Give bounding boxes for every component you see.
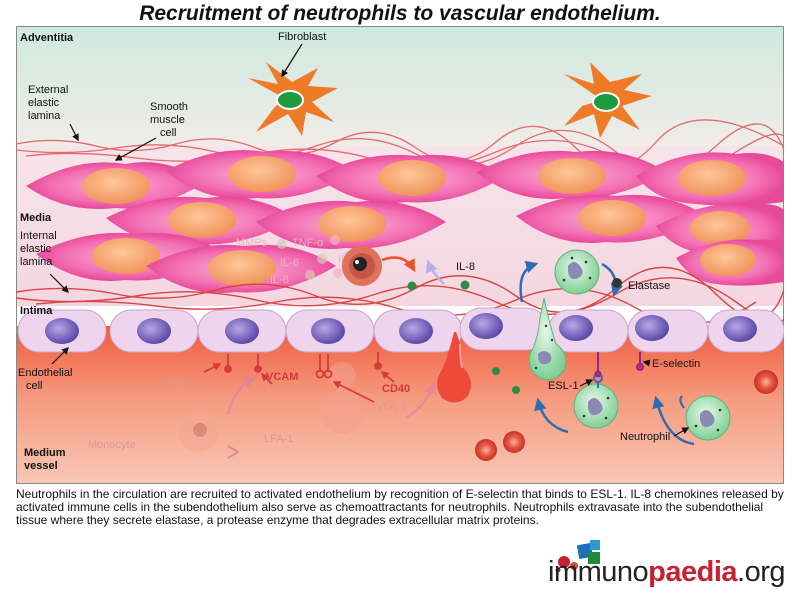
smooth-muscle-cell — [256, 200, 446, 249]
il8-molecule — [460, 280, 470, 290]
smooth-muscle-cell — [146, 244, 336, 293]
label-neutrophil: Neutrophil — [620, 431, 670, 443]
adventitia-layer — [16, 26, 784, 156]
e-selectin-molecule — [594, 352, 644, 378]
label-internal-lamina-3: lamina — [20, 256, 53, 268]
endothelial-cell — [285, 309, 375, 353]
endothelial-cell — [547, 309, 629, 353]
label-vcam: VCAM — [266, 371, 298, 383]
il8-molecule — [407, 281, 417, 291]
label-endothelial-2: cell — [26, 380, 43, 392]
icam-pointer — [203, 363, 222, 373]
endothelial-cell — [627, 309, 709, 353]
label-fibroblast: Fibroblast — [278, 31, 326, 43]
adhesion-arrow — [534, 397, 569, 434]
endothelial-cell — [109, 309, 199, 353]
endothelial-cell — [17, 309, 107, 353]
logo-text-3: .org — [737, 556, 786, 588]
label-smooth-muscle-1: Smooth — [150, 101, 188, 113]
label-tnf: TNF-α — [292, 237, 324, 249]
layer-label-vessel-1: Medium — [24, 447, 66, 459]
smooth-muscle-cell — [516, 194, 706, 243]
il8-release-arrow — [381, 256, 416, 273]
label-endothelial-1: Endothelial — [18, 367, 72, 379]
esl1-pointer — [579, 379, 594, 387]
internal-lamina-pointer — [49, 273, 70, 294]
label-external-lamina-3: lamina — [28, 110, 61, 122]
il8-molecule — [492, 367, 500, 375]
endothelial-cell — [459, 307, 549, 351]
label-il8: IL-8 — [456, 261, 475, 273]
smooth-muscle-cell — [316, 154, 506, 203]
label-external-lamina-2: elastic — [28, 97, 60, 109]
red-blood-cell — [475, 439, 497, 461]
endothelial-cell — [373, 309, 463, 353]
smooth-muscle-cell — [476, 150, 666, 199]
figure-caption: Neutrophils in the circulation are recru… — [16, 487, 784, 527]
smooth-muscle-cell — [636, 152, 784, 206]
label-smooth-muscle-2: muscle — [150, 114, 185, 126]
smooth-muscle-cell — [676, 239, 784, 286]
logo-text-1: immuno — [548, 556, 649, 588]
layer-label-adventitia: Adventitia — [20, 32, 74, 44]
migration-arrow — [519, 260, 539, 303]
label-vla4: VLA-4 — [376, 401, 407, 413]
red-blood-cell — [503, 431, 525, 453]
label-icam1: ICAM 1 — [156, 377, 193, 389]
vla4-pointer — [332, 381, 375, 403]
label-monocyte: Monocyte — [88, 439, 136, 451]
adhesion-molecules — [224, 352, 382, 379]
immunopaedia-logo: immunopaedia.org — [548, 540, 788, 596]
endothelium-layer — [17, 307, 784, 353]
smooth-muscle-pointer — [114, 137, 157, 161]
transmigrating-monocyte — [437, 332, 471, 403]
label-esl1: ESL-1 — [548, 380, 579, 392]
internal-elastic-lamina — [16, 266, 784, 325]
label-external-lamina-1: External — [28, 84, 68, 96]
endothelial-pointer — [51, 346, 70, 365]
figure-title: Recruitment of neutrophils to vascular e… — [139, 2, 661, 25]
neutrophil-rolling — [679, 395, 731, 441]
label-il6: IL-6 — [280, 257, 299, 269]
e-selectin-pointer — [642, 359, 651, 367]
label-internal-lamina-1: Internal — [20, 230, 57, 242]
layer-label-media: Media — [20, 212, 52, 224]
external-lamina-pointer — [69, 123, 79, 142]
label-mmps: MMPs — [236, 237, 268, 249]
extravasated-neutrophil — [554, 249, 600, 295]
label-elastase: Elastase — [628, 280, 670, 292]
rolling-arrow — [652, 395, 695, 446]
fibroblast-cell-2 — [564, 62, 652, 138]
smooth-muscle-layer — [26, 150, 784, 293]
logo-mark-icon — [555, 540, 600, 573]
layer-label-intima: Intima — [20, 305, 53, 317]
fibroblast-cell — [248, 62, 338, 136]
diagram-canvas: MMPs TNF-α IL-6 IL 1 IL-8 IL-8 Elastase — [16, 26, 784, 484]
il8-diffusion-arrow — [425, 259, 445, 285]
elastase-release-arrow — [601, 262, 623, 297]
label-cd40: CD40 — [382, 383, 410, 395]
activated-immune-cell — [342, 246, 382, 286]
logo-text-2: paedia — [648, 556, 738, 588]
neutrophil-esl1-bound — [573, 373, 619, 429]
label-e-selectin: E-selectin — [652, 358, 700, 370]
vcam-pointer — [260, 372, 273, 385]
elastase-molecule — [612, 278, 622, 288]
endothelial-cell — [707, 309, 784, 353]
label-il8-faded: IL-8 — [270, 274, 289, 286]
transmigrating-neutrophil — [528, 297, 567, 381]
label-internal-lamina-2: elastic — [20, 243, 52, 255]
red-blood-cell — [754, 370, 778, 394]
label-smooth-muscle-3: cell — [160, 127, 177, 139]
smooth-muscle-cell — [166, 150, 356, 199]
fibroblast-pointer — [281, 43, 303, 78]
smooth-muscle-cell — [26, 162, 206, 210]
layer-label-vessel-2: vessel — [24, 460, 58, 472]
label-lfa1: LFA-1 — [264, 433, 293, 445]
logo-wordmark: immunopaedia.org — [548, 556, 786, 589]
cd40-pointer — [380, 370, 395, 383]
neutrophil-pointer — [673, 427, 690, 437]
il8-molecule — [512, 386, 520, 394]
endothelial-cell — [197, 309, 287, 353]
